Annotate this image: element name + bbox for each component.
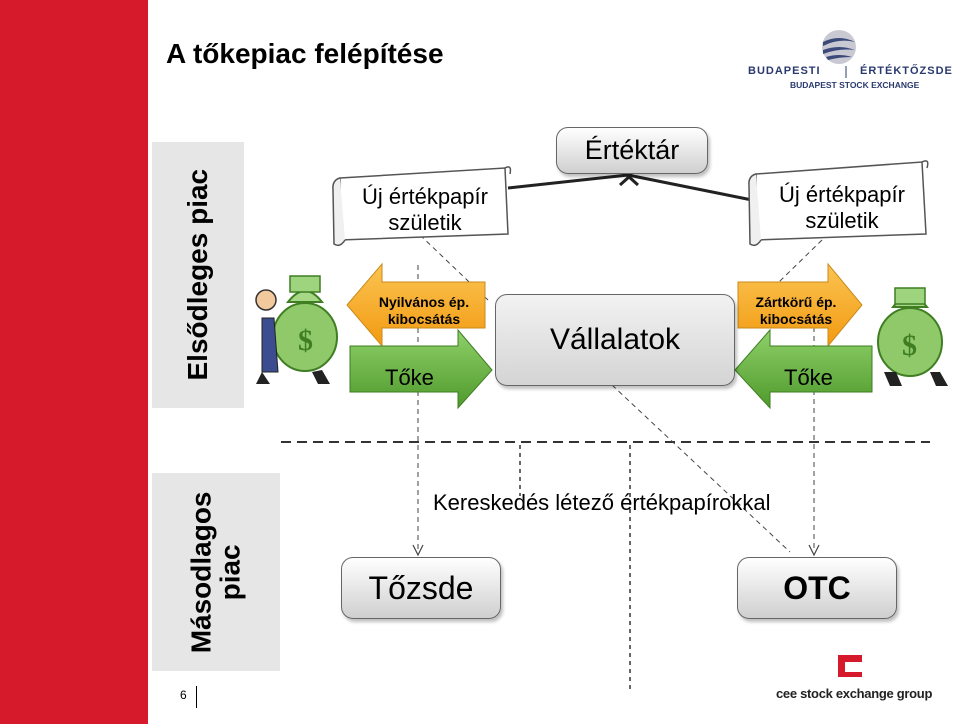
node-tozsde: Tőzsde bbox=[341, 557, 501, 619]
bse-logo-subtitle: BUDAPEST STOCK EXCHANGE bbox=[790, 80, 920, 90]
capital-left-label: Tőke bbox=[385, 365, 434, 390]
bse-logo-text-1: BUDAPESTI bbox=[748, 65, 821, 77]
cee-logo-icon bbox=[838, 655, 862, 677]
link-ertektar-left bbox=[507, 173, 629, 190]
left-red-bar bbox=[0, 0, 148, 724]
arrow-capital-right bbox=[734, 328, 873, 410]
private-issue-label: Zártkörű ép. kibocsátás bbox=[744, 294, 848, 328]
node-ertektar: Értéktár bbox=[556, 127, 708, 174]
scroll-left-line1: Új értékpapír bbox=[362, 184, 488, 209]
scroll-left-line2: születik bbox=[388, 210, 462, 235]
trading-text: Kereskedés létező értékpapírokkal bbox=[433, 490, 771, 515]
arrow-public-issue bbox=[346, 262, 486, 348]
node-otc: OTC bbox=[737, 557, 897, 619]
page-number: 6 bbox=[180, 688, 187, 702]
bse-globe-icon bbox=[822, 30, 856, 64]
scroll-right-line1: Új értékpapír bbox=[779, 182, 905, 207]
private-issue-line1: Zártkörű ép. bbox=[755, 294, 837, 310]
bse-logo-text-2: ÉRTÉKTŐZSDE bbox=[860, 65, 953, 77]
arrow-capital-left bbox=[349, 328, 493, 410]
scroll-left-icon bbox=[332, 166, 512, 247]
public-issue-line2: kibocsátás bbox=[387, 311, 461, 327]
scroll-right-line2: születik bbox=[805, 208, 879, 233]
primary-market-label: Elsődleges piac bbox=[152, 142, 244, 408]
arrow-head-otc bbox=[808, 544, 820, 557]
public-issue-label: Nyilvános ép. kibocsátás bbox=[372, 294, 476, 328]
cee-logo-text: cee stock exchange group bbox=[776, 686, 933, 701]
dash-scroll-right bbox=[739, 239, 823, 321]
money-bag-left-icon: $ bbox=[255, 275, 338, 384]
arrow-private-issue bbox=[737, 262, 863, 348]
svg-text:$: $ bbox=[298, 324, 313, 357]
link-ertektar-right bbox=[627, 173, 753, 202]
public-issue-line1: Nyilvános ép. bbox=[378, 294, 470, 310]
dash-companies-otc bbox=[611, 384, 791, 553]
arrow-head-tozsde bbox=[412, 544, 424, 557]
scroll-right-icon bbox=[748, 160, 929, 247]
secondary-market-label: Másodlagos piac bbox=[152, 473, 280, 671]
capital-right-label: Tőke bbox=[784, 365, 833, 390]
svg-text:$: $ bbox=[902, 329, 917, 362]
scroll-right-text: Új értékpapír születik bbox=[766, 182, 918, 234]
page-number-separator bbox=[196, 686, 197, 708]
money-bag-right-icon: $ bbox=[877, 287, 948, 386]
private-issue-line2: kibocsátás bbox=[759, 311, 833, 327]
node-vallalatok: Vállalatok bbox=[495, 294, 735, 386]
dash-scroll-left bbox=[419, 234, 489, 301]
scroll-left-text: Új értékpapír születik bbox=[350, 184, 500, 236]
page-title: A tőkepiac felépítése bbox=[166, 38, 444, 69]
